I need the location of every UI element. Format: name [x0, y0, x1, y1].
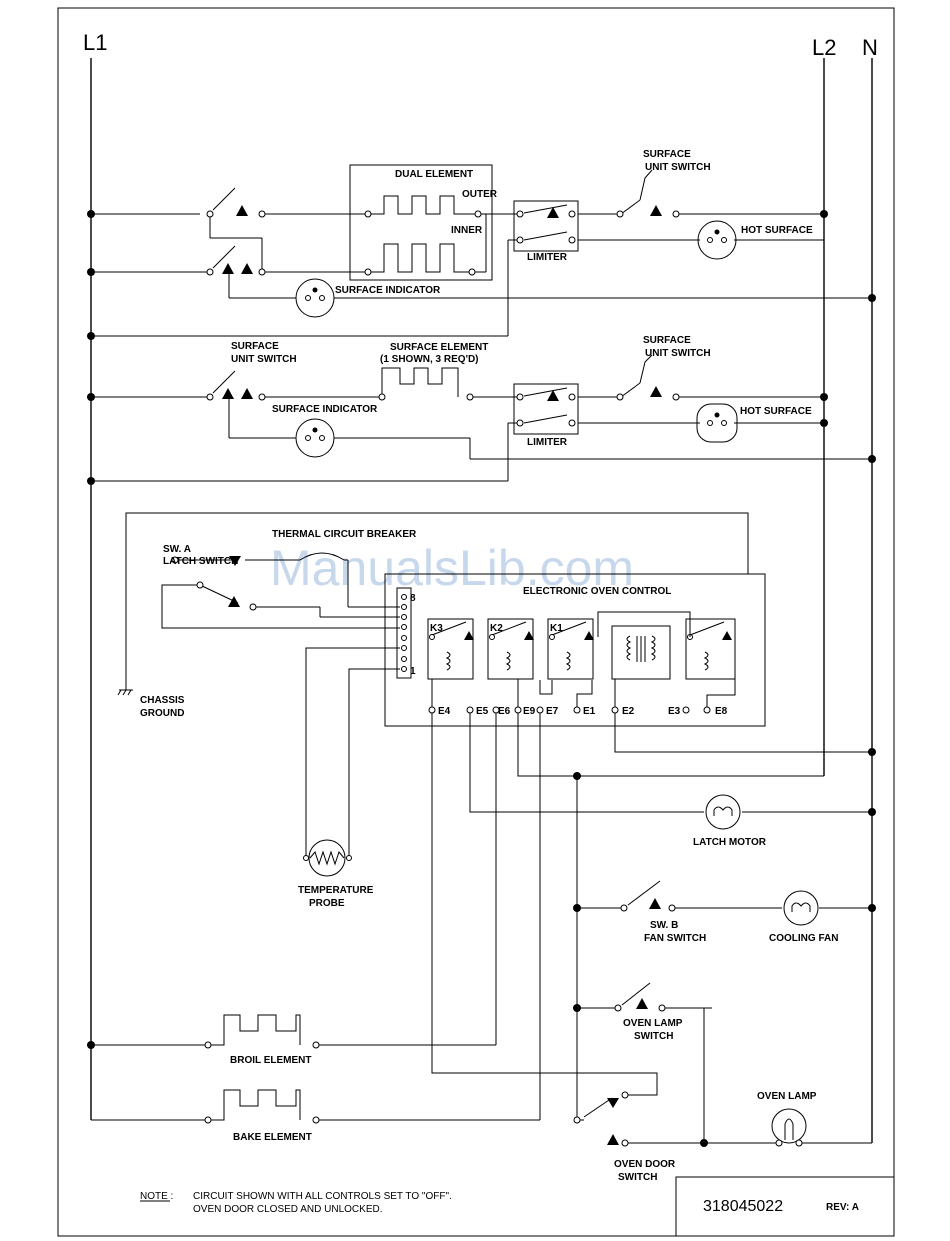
transformer: [611, 625, 671, 680]
limiter-1-label: LIMITER: [527, 252, 568, 263]
oven-lamp-icon: [771, 1108, 807, 1144]
hot-surface-2-icon: [696, 403, 738, 443]
surface-element-label-b: (1 SHOWN, 3 REQ'D): [380, 354, 479, 365]
hot-surface-1-label: HOT SURFACE: [741, 225, 813, 236]
surface-unit-switch-1-label-a: SURFACE: [643, 149, 691, 160]
diagram-border: [57, 7, 895, 1237]
oven-lamp-switch-label-a: OVEN LAMP: [623, 1018, 683, 1029]
lower-loads: [91, 880, 872, 1145]
sw-b-label: SW. B: [650, 920, 678, 931]
note-line-1: CIRCUIT SHOWN WITH ALL CONTROLS SET TO "…: [193, 1191, 452, 1202]
relay-k3: [427, 618, 474, 680]
surface-element-label-a: SURFACE ELEMENT: [390, 342, 488, 353]
latch-motor-icon: [705, 794, 741, 830]
e4-label: E4: [438, 706, 451, 717]
e8-label: E8: [715, 706, 728, 717]
surface-unit-switch-3-label-a: SURFACE: [643, 335, 691, 346]
oven-door-switch-label-b: SWITCH: [618, 1172, 657, 1183]
l1-label: L1: [83, 30, 107, 55]
probe-label: PROBE: [309, 898, 345, 909]
title-block: [675, 1176, 894, 1236]
k1-label: K1: [550, 623, 563, 634]
relay-k1: [547, 618, 594, 680]
e1-label: E1: [583, 706, 596, 717]
sw-a-label: SW. A: [163, 544, 191, 555]
oven-control-circuit: [117, 512, 872, 1120]
limiter-1-box: [513, 200, 579, 252]
surface-unit-switch-1-label-b: UNIT SWITCH: [645, 162, 711, 173]
l2-label: L2: [812, 35, 836, 60]
inner-label: INNER: [451, 225, 483, 236]
dual-element-circuit: [91, 164, 872, 337]
oven-lamp-label: OVEN LAMP: [757, 1091, 817, 1102]
eoc-label: ELECTRONIC OVEN CONTROL: [523, 586, 671, 597]
revision: REV: A: [826, 1202, 859, 1213]
relay-e3: [685, 618, 736, 680]
watermark: ManualsLib.com: [270, 540, 634, 596]
temperature-probe-icon: [308, 839, 346, 877]
relay-k2: [487, 618, 534, 680]
surface-indicator-1-icon: [295, 278, 335, 318]
surface-indicator-1-label: SURFACE INDICATOR: [335, 285, 441, 296]
fan-switch-label: FAN SWITCH: [644, 933, 706, 944]
open-contacts: [171, 210, 803, 1147]
oven-lamp-switch-label-b: SWITCH: [634, 1031, 673, 1042]
surface-element-circuit: [91, 354, 872, 482]
surface-indicator-2-icon: [295, 418, 335, 458]
bake-element-label: BAKE ELEMENT: [233, 1132, 312, 1143]
dual-element-box: [349, 164, 493, 281]
surface-unit-switch-2-label-a: SURFACE: [231, 341, 279, 352]
oven-door-switch-label-a: OVEN DOOR: [614, 1159, 676, 1170]
latch-switch-label: LATCH SWITCH: [163, 556, 238, 567]
note-line-2: OVEN DOOR CLOSED AND UNLOCKED.: [193, 1204, 382, 1215]
k3-label: K3: [430, 623, 443, 634]
outer-label: OUTER: [462, 189, 498, 200]
temperature-label: TEMPERATURE: [298, 885, 374, 896]
surface-indicator-2-label: SURFACE INDICATOR: [272, 404, 378, 415]
pin-1-label: 1: [410, 666, 416, 677]
e9-label: E9: [523, 706, 536, 717]
latch-motor-label: LATCH MOTOR: [693, 837, 767, 848]
e3-label: E3: [668, 706, 681, 717]
broil-element-label: BROIL ELEMENT: [230, 1055, 311, 1066]
cooling-fan-icon: [783, 890, 819, 926]
hot-surface-2-label: HOT SURFACE: [740, 406, 812, 417]
cooling-fan-label: COOLING FAN: [769, 933, 838, 944]
surface-unit-switch-2-label-b: UNIT SWITCH: [231, 354, 297, 365]
electronic-oven-control-box: [384, 573, 766, 727]
dual-element-label: DUAL ELEMENT: [395, 169, 473, 180]
e5-label: E5: [476, 706, 489, 717]
connector-strip: [396, 587, 412, 679]
pin-8-label: 8: [410, 593, 416, 604]
thermal-breaker-label: THERMAL CIRCUIT BREAKER: [272, 529, 417, 540]
ground-label: GROUND: [140, 708, 184, 719]
limiter-2-box: [513, 383, 579, 435]
note-label: NOTE :: [140, 1191, 173, 1202]
junction-dots: [87, 210, 876, 1147]
n-label: N: [862, 35, 878, 60]
e7-label: E7: [546, 706, 559, 717]
surface-unit-switch-3-label-b: UNIT SWITCH: [645, 348, 711, 359]
e2-label: E2: [622, 706, 635, 717]
k2-label: K2: [490, 623, 503, 634]
e6-label: E6: [498, 706, 511, 717]
limiter-2-label: LIMITER: [527, 437, 568, 448]
hot-surface-1-icon: [697, 220, 737, 260]
part-number: 318045022: [703, 1198, 783, 1215]
chassis-label: CHASSIS: [140, 695, 185, 706]
